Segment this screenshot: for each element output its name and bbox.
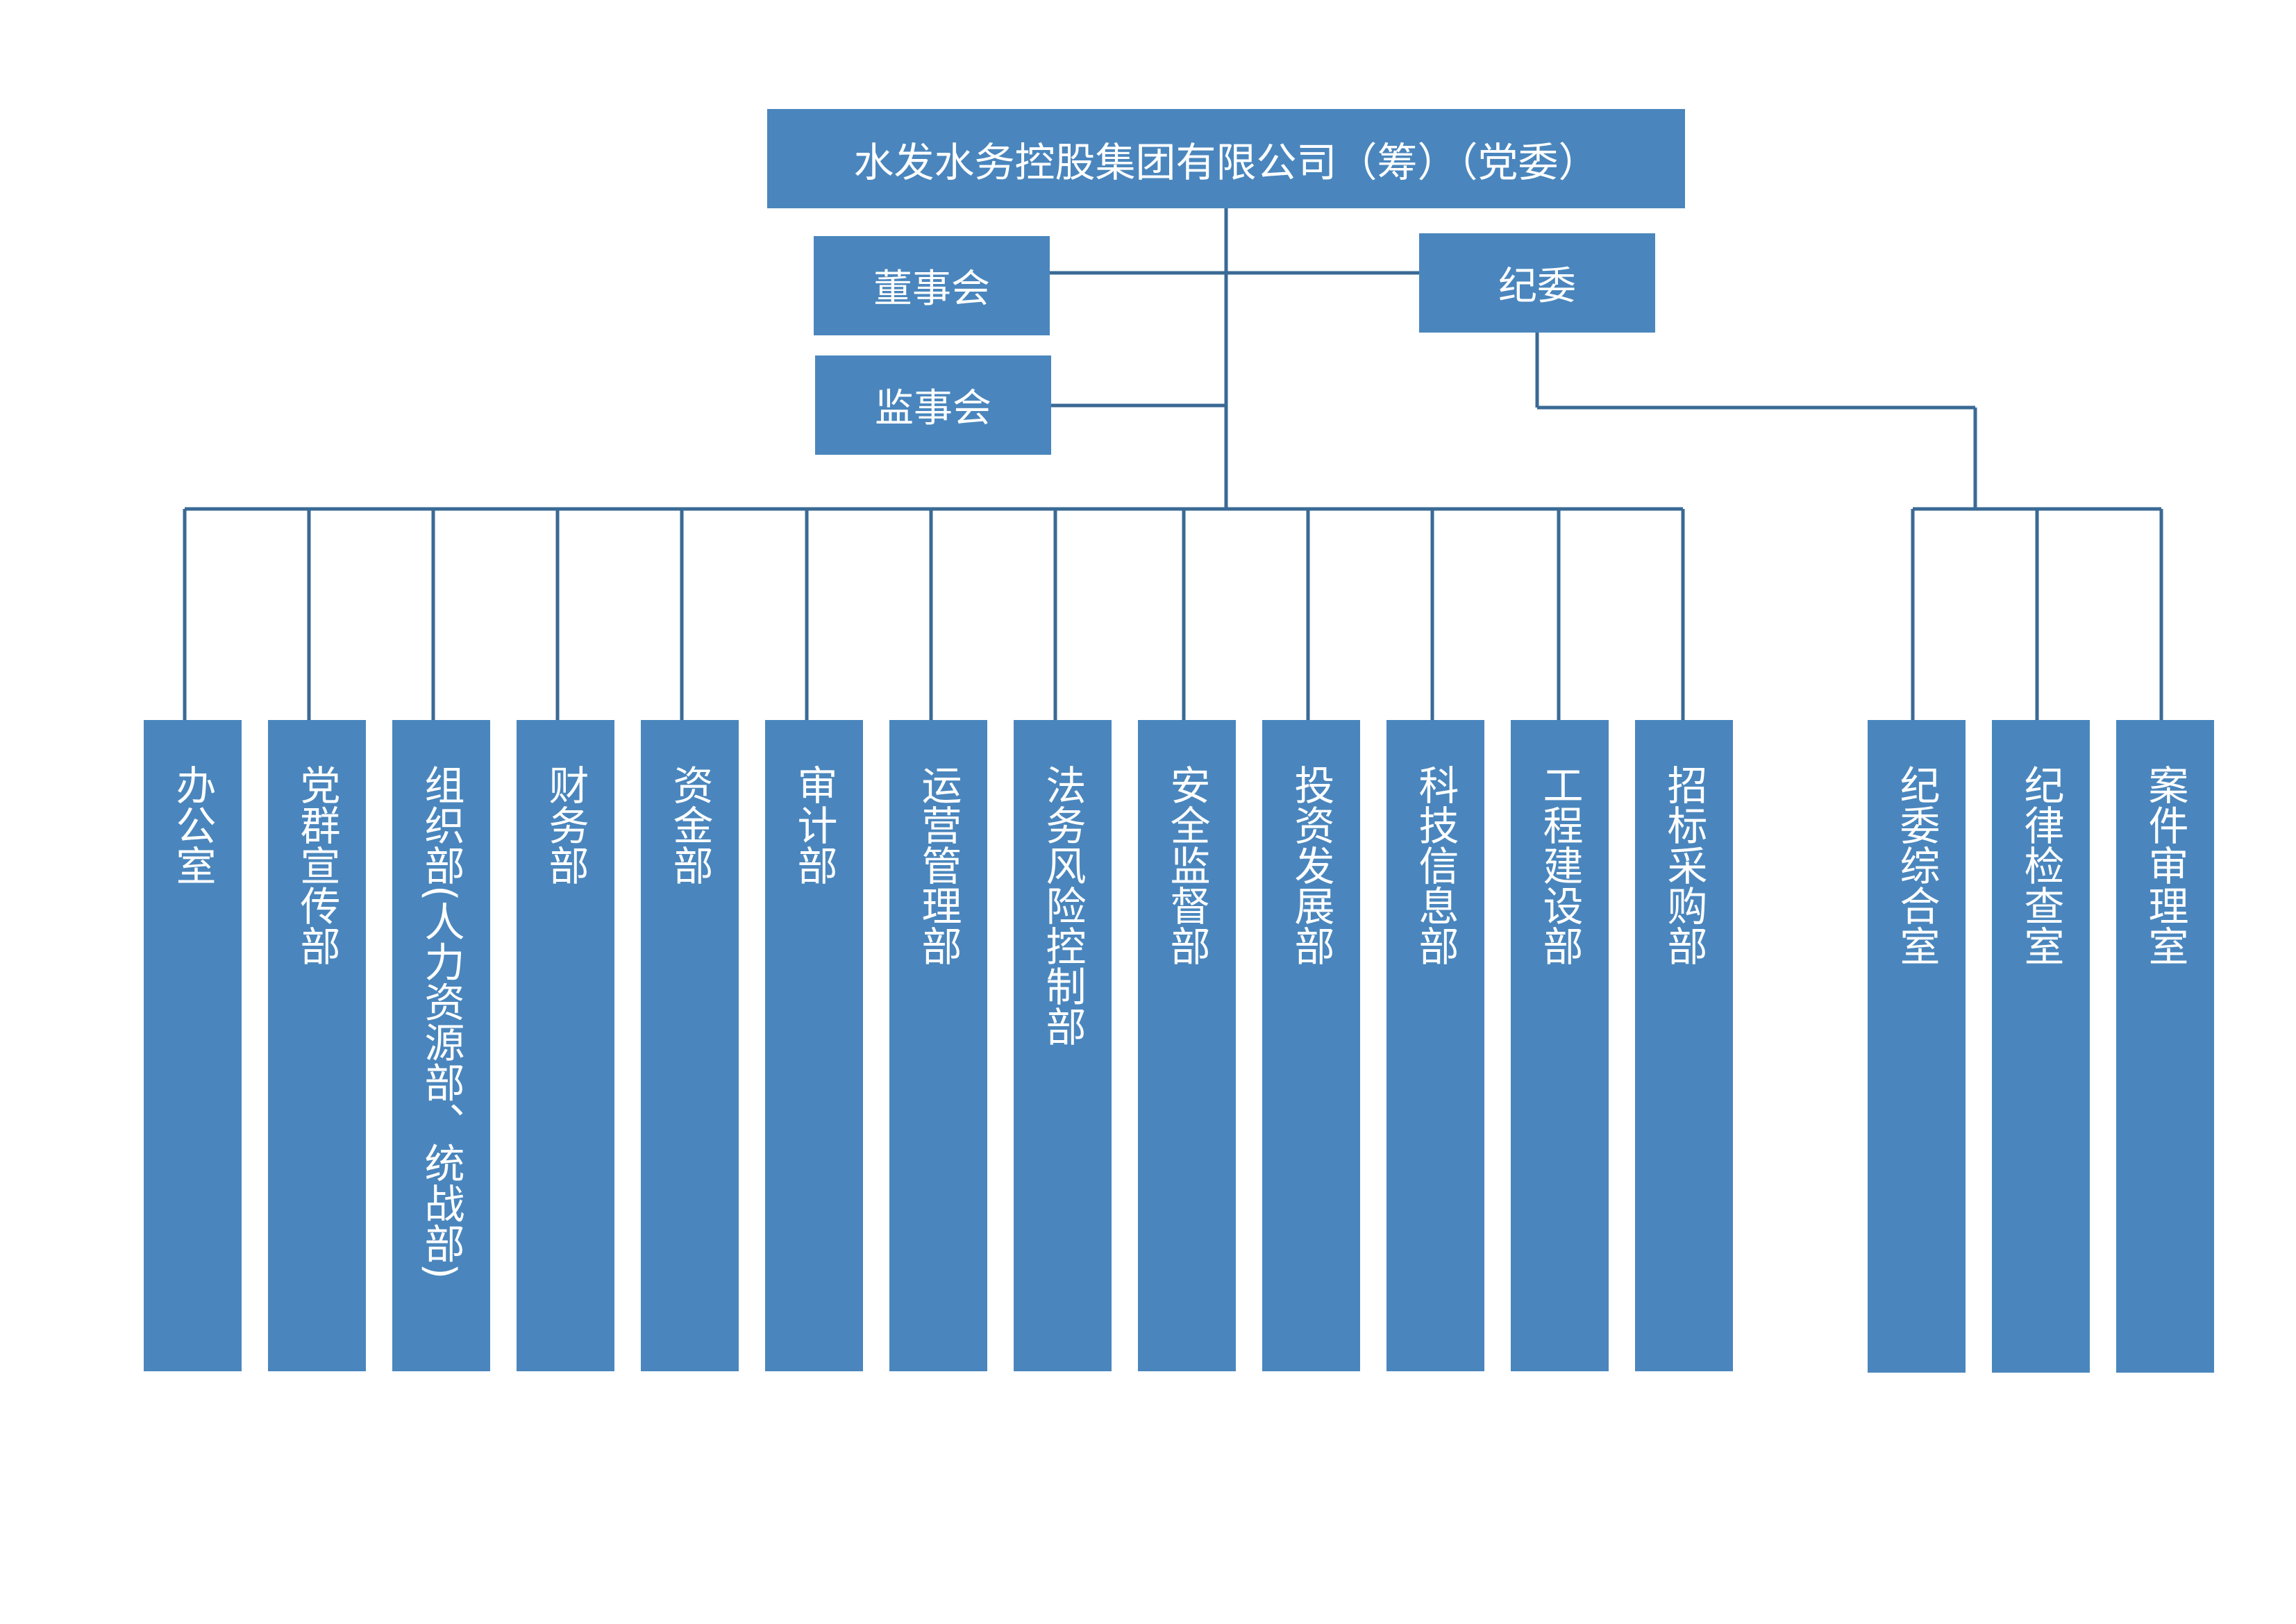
dept-label-9: 安全监督部 — [1163, 764, 1211, 966]
dept-label-3: 组织部(人力资源部、统战部) — [417, 764, 465, 1280]
dept-node-4: 财务部 — [517, 720, 614, 1371]
dept-node-5: 资金部 — [641, 720, 739, 1371]
dept-label-1: 办公室 — [169, 764, 217, 885]
dept-node-9: 安全监督部 — [1138, 720, 1236, 1371]
discipline-office-node-3: 案件审理室 — [2116, 720, 2214, 1373]
dept-label-12: 工程建设部 — [1536, 764, 1584, 966]
dept-node-2: 党群宣传部 — [268, 720, 366, 1371]
dept-node-3: 组织部(人力资源部、统战部) — [392, 720, 490, 1371]
dept-label-7: 运营管理部 — [914, 764, 962, 966]
dept-label-11: 科技信息部 — [1411, 764, 1459, 966]
root-node-label: 水发水务控股集团有限公司（筹）（党委） — [853, 138, 1599, 186]
dept-node-1: 办公室 — [144, 720, 242, 1371]
dept-node-10: 投资发展部 — [1262, 720, 1360, 1371]
dept-node-13: 招标采购部 — [1635, 720, 1733, 1371]
dept-label-8: 法务风险控制部 — [1039, 764, 1087, 1046]
dept-node-8: 法务风险控制部 — [1014, 720, 1112, 1371]
dept-node-12: 工程建设部 — [1511, 720, 1609, 1371]
discipline-office-node-1: 纪委综合室 — [1868, 720, 1966, 1373]
dept-node-7: 运营管理部 — [889, 720, 987, 1371]
board-node: 董事会 — [814, 236, 1050, 335]
discipline-office-node-2: 纪律检查室 — [1992, 720, 2090, 1373]
dept-label-2: 党群宣传部 — [293, 764, 341, 966]
dept-label-10: 投资发展部 — [1287, 764, 1335, 966]
dept-node-11: 科技信息部 — [1386, 720, 1484, 1371]
dept-node-6: 审计部 — [765, 720, 863, 1371]
dept-label-6: 审计部 — [790, 764, 838, 885]
board-node-label: 董事会 — [873, 267, 990, 312]
discipline-office-label-3: 案件审理室 — [2141, 764, 2189, 966]
dept-label-5: 资金部 — [666, 764, 714, 885]
discipline-node-label: 纪委 — [1498, 264, 1576, 309]
dept-label-4: 财务部 — [542, 764, 589, 885]
discipline-office-label-1: 纪委综合室 — [1893, 764, 1941, 966]
root-node: 水发水务控股集团有限公司（筹）（党委） — [767, 109, 1685, 208]
discipline-office-label-2: 纪律检查室 — [2017, 764, 2065, 966]
dept-label-13: 招标采购部 — [1660, 764, 1708, 966]
supervisors-node-label: 监事会 — [875, 386, 991, 431]
supervisors-node: 监事会 — [815, 355, 1051, 455]
discipline-node: 纪委 — [1419, 233, 1655, 333]
